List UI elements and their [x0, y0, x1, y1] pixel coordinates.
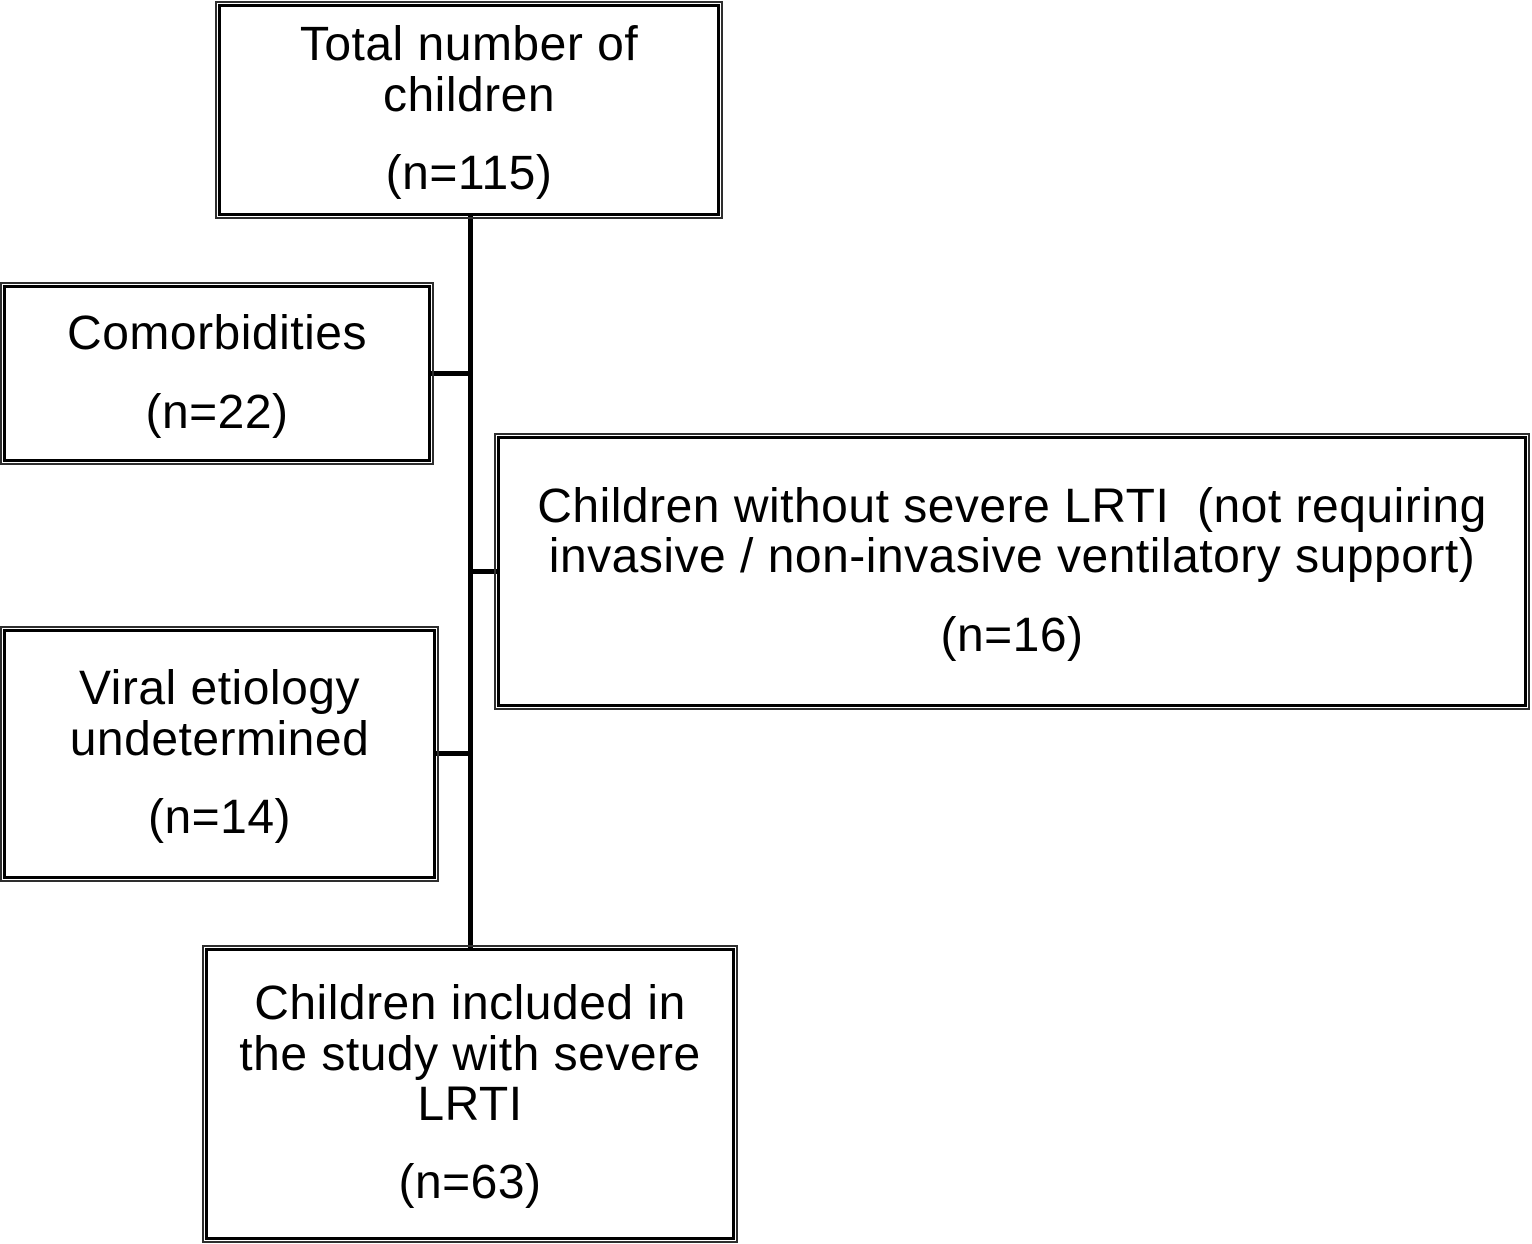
connector-comorbidities-line: [429, 371, 469, 376]
viral-etiology-label: Viral etiology undetermined: [69, 662, 370, 766]
comorbidities-count: (n=22): [145, 385, 289, 439]
included-children-count: (n=63): [398, 1156, 542, 1210]
connector-trunk-vertical-line: [468, 216, 473, 948]
connector-viral-etiology-line: [434, 751, 469, 756]
total-children-count: (n=115): [385, 147, 553, 201]
total-children-label: Total number of children: [299, 18, 639, 122]
comorbidities-label: Comorbidities: [67, 307, 367, 361]
included-children-label: Children included in the study with seve…: [239, 977, 701, 1131]
without-severe-lrti-count: (n=16): [940, 608, 1084, 662]
box-comorbidities: Comorbidities (n=22): [0, 282, 434, 465]
viral-etiology-count: (n=14): [147, 791, 292, 845]
connector-without-severe-lrti-line: [471, 569, 498, 574]
without-severe-lrti-label: Children without severe LRTI (not requir…: [537, 479, 1487, 584]
box-children-included-severe-lrti: Children included in the study with seve…: [202, 945, 738, 1243]
box-total-children: Total number of children (n=115): [215, 1, 723, 219]
box-viral-etiology-undetermined: Viral etiology undetermined (n=14): [0, 626, 439, 882]
box-children-without-severe-lrti: Children without severe LRTI (not requir…: [494, 433, 1530, 710]
